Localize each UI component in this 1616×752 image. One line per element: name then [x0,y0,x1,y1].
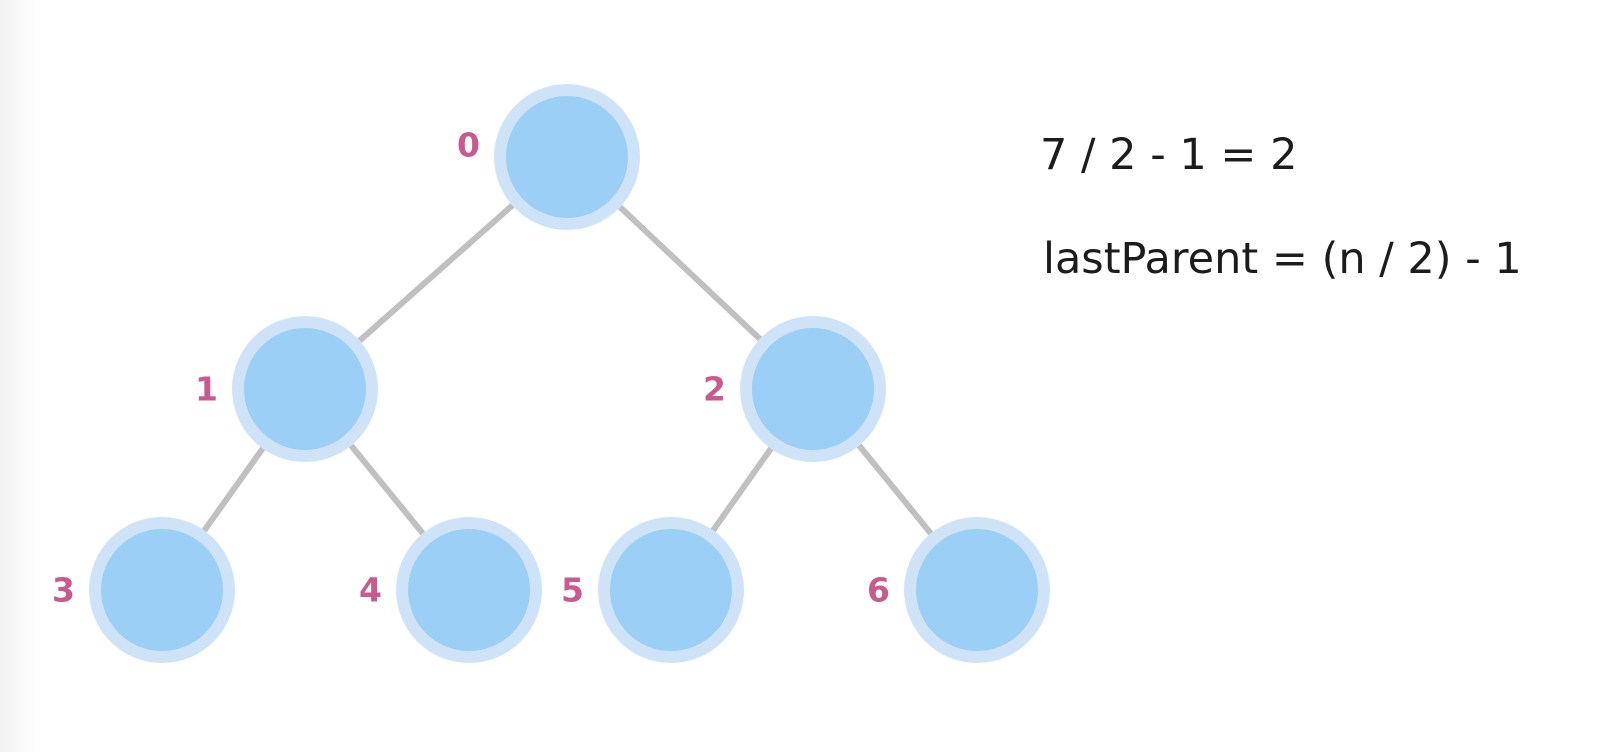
last-parent-calculation: 7 / 2 - 1 = 2 [1040,130,1298,180]
node-index-label: 2 [703,370,726,409]
tree-edge-0-1 [357,203,515,343]
node-core [610,529,732,651]
node-core [101,529,223,651]
tree-edge-1-4 [348,443,426,536]
tree-node-3: 3 [52,517,235,663]
node-core [752,328,874,450]
last-parent-formula: lastParent = (n / 2) - 1 [1043,234,1522,284]
node-index-label: 6 [867,571,890,610]
node-core [408,529,530,651]
tree-edges [201,203,934,536]
tree-edge-0-2 [618,204,762,342]
tree-node-4: 4 [359,517,542,663]
node-core [916,529,1038,651]
tree-edge-2-6 [856,443,934,536]
node-core [244,328,366,450]
tree-node-1: 1 [195,316,378,462]
node-index-label: 0 [457,126,480,165]
node-index-label: 4 [359,571,382,610]
node-index-label: 1 [195,370,218,409]
node-index-label: 5 [561,571,584,610]
tree-edge-1-3 [201,446,266,533]
tree-node-0: 0 [457,84,640,230]
tree-node-6: 6 [867,517,1050,663]
node-index-label: 3 [52,571,75,610]
tree-nodes: 0 1 2 3 4 5 6 [52,84,1050,663]
node-core [506,96,628,218]
tree-node-5: 5 [561,517,744,663]
left-edge-shade [0,0,40,752]
tree-edge-2-5 [710,446,774,533]
tree-node-2: 2 [703,316,886,462]
